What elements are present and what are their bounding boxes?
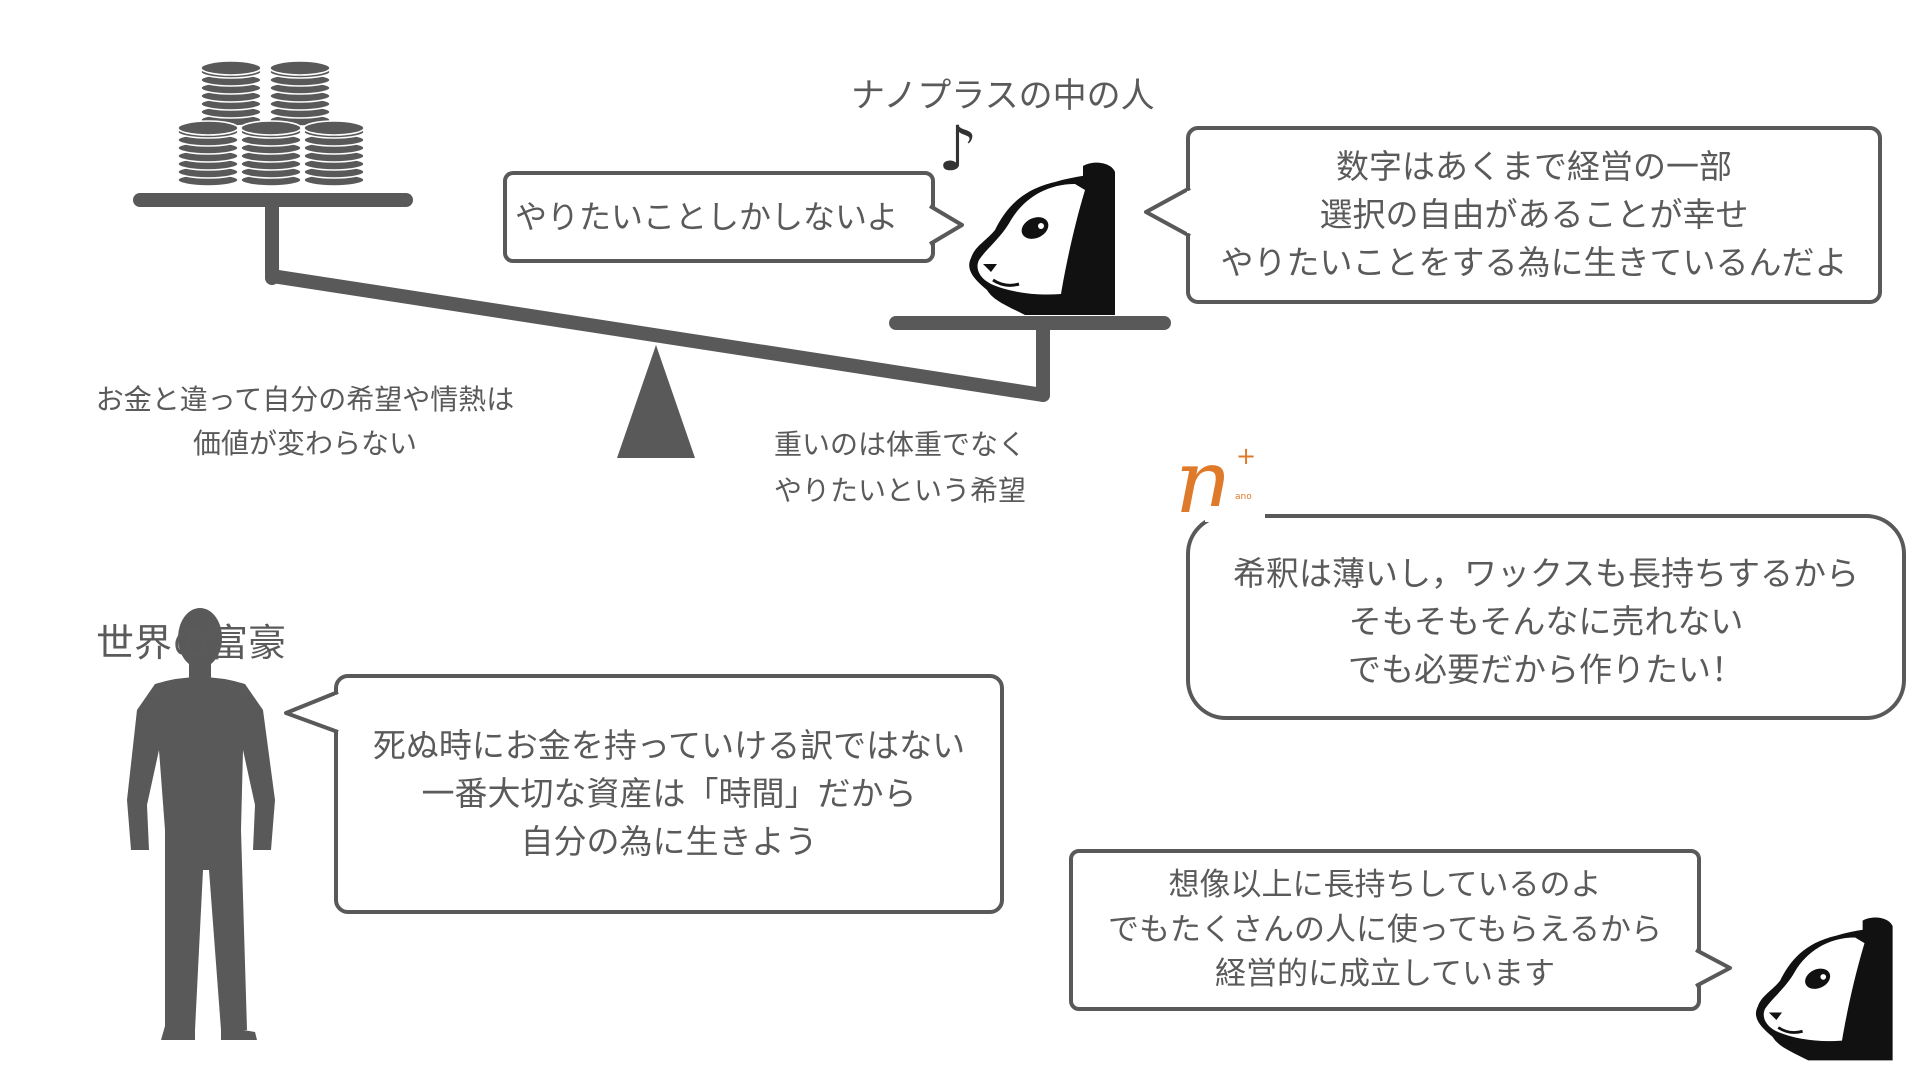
bubble-tail [284, 690, 343, 734]
bubble-tail [928, 204, 964, 246]
logo-plus: + [1236, 442, 1257, 470]
bubble-line: やりたいことしかしないよ [515, 197, 899, 236]
bubble-tail-gap [1205, 506, 1265, 522]
caption-line: やりたいという希望 [774, 474, 1027, 507]
coin-top [240, 120, 302, 136]
money-value-caption: お金と違って自分の希望や情熱は 価値が変わらない [75, 378, 535, 466]
bubble-tail [1694, 948, 1732, 988]
nano-person-label: ナノプラスの中の人 [851, 76, 1155, 116]
bubble-line: やりたいことをする為に生きているんだよ [1220, 242, 1848, 282]
bubble-line: 自分の為に生きよう [520, 821, 818, 861]
caption-line: 価値が変わらない [192, 427, 417, 460]
panda-icon [1755, 917, 1893, 1061]
panda-icon [969, 162, 1115, 315]
bubble-line: そもそもそんなに売れない [1348, 602, 1744, 642]
bubble-line: でも必要だから作りたい！ [1348, 649, 1744, 689]
speech-bubble-rich-time: 死ぬ時にお金を持っていける訳ではない 一番大切な資産は「時間」だから 自分の為に… [334, 674, 1004, 914]
music-note-icon: ♪ [938, 112, 978, 185]
weight-caption: 重いのは体重でなく やりたいという希望 [774, 422, 1026, 514]
logo-small: ano [1235, 492, 1252, 502]
caption-line: 重いのは体重でなく [774, 428, 1027, 461]
caption-line: お金と違って自分の希望や情熱は [95, 383, 515, 416]
speech-bubble-nano-wax: 希釈は薄いし，ワックスも長持ちするから そもそもそんなに売れない でも必要だから… [1186, 514, 1906, 720]
bubble-line: 死ぬ時にお金を持っていける訳ではない [372, 726, 966, 766]
bubble-line: 選択の自由があることが幸せ [1319, 195, 1749, 235]
bubble-line: 希釈は薄いし，ワックスも長持ちするから [1232, 554, 1859, 594]
rich-person-title: 世界の富豪 [96, 621, 287, 665]
coin-top [303, 120, 365, 136]
bubble-line: でもたくさんの人に使ってもらえるから [1108, 911, 1662, 948]
seesaw-fulcrum [617, 345, 695, 458]
bubble-line: 想像以上に長持ちしているのよ [1168, 866, 1602, 903]
bubble-line: 一番大切な資産は「時間」だから [421, 774, 917, 814]
coin-top [177, 120, 239, 136]
bubble-line: 数字はあくまで経営の一部 [1336, 147, 1732, 187]
nanoplus-logo: n + ano [1175, 438, 1256, 542]
coin-top [200, 60, 262, 76]
seesaw-beam [265, 269, 1050, 402]
speech-bubble-numbers: 数字はあくまで経営の一部 選択の自由があることが幸せ やりたいことをする為に生き… [1186, 126, 1882, 304]
bubble-tail [1144, 186, 1193, 238]
person-silhouette-icon [127, 608, 275, 1040]
speech-bubble-long-lasting: 想像以上に長持ちしているのよ でもたくさんの人に使ってもらえるから 経営的に成立… [1069, 849, 1701, 1011]
coin-top [269, 60, 331, 76]
speech-bubble-want-only: やりたいことしかしないよ [503, 171, 935, 263]
bubble-line: 経営的に成立しています [1214, 956, 1556, 993]
